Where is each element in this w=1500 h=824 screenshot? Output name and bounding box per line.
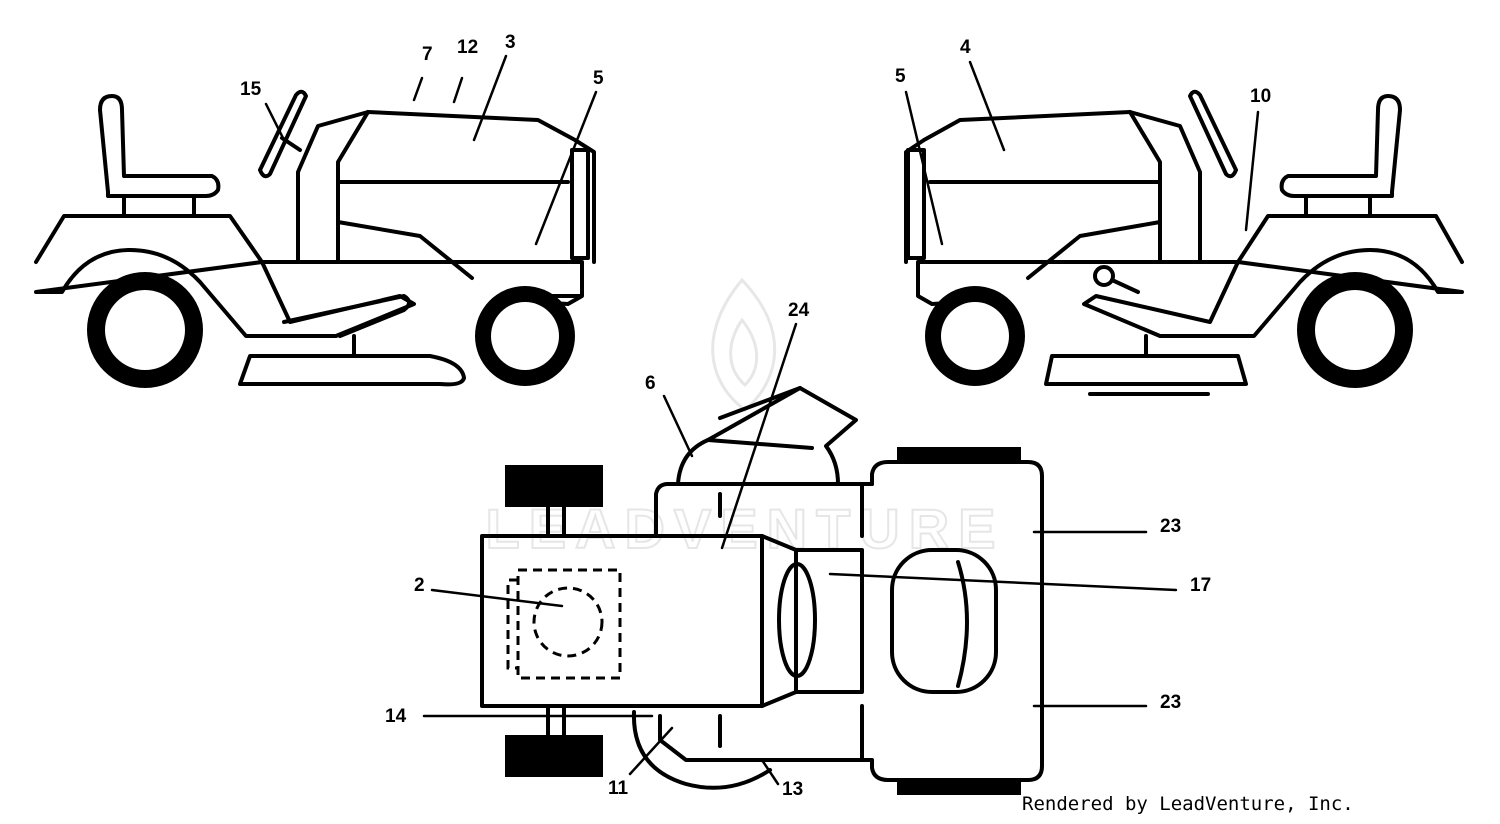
credit-text: Rendered by LeadVenture, Inc. xyxy=(1022,793,1354,815)
top-deck-roller-bottom xyxy=(897,779,1021,795)
left-mower-deck xyxy=(238,334,466,387)
top-body xyxy=(480,534,764,708)
left-front-wheel-inner xyxy=(491,302,559,370)
tractor-right-side-view xyxy=(904,89,1464,396)
callout-5-right: 5 xyxy=(895,66,906,87)
top-bagger-loop xyxy=(631,710,772,790)
leader-5a xyxy=(534,90,598,246)
top-front-panel xyxy=(890,548,998,694)
callout-labels: 15 7 12 3 5 5 4 10 24 6 23 17 2 23 14 11… xyxy=(240,32,1271,800)
right-control-lever xyxy=(1110,278,1140,294)
callout-5-left: 5 xyxy=(593,68,604,89)
leader-17 xyxy=(828,572,1178,592)
tractor-left-side-view xyxy=(34,89,596,388)
right-hood-side xyxy=(928,110,1162,280)
callout-17: 17 xyxy=(1190,575,1211,596)
leader-24 xyxy=(720,322,798,550)
leader-13 xyxy=(760,758,780,786)
tractor-top-view xyxy=(480,386,1044,795)
left-grille xyxy=(570,148,590,260)
callout-15: 15 xyxy=(240,79,262,100)
leader-5b xyxy=(904,90,944,246)
watermark-flame-icon xyxy=(711,277,777,412)
callout-4: 4 xyxy=(960,37,971,58)
top-rear-wheel-axle xyxy=(546,504,566,738)
left-steering-wheel xyxy=(258,89,308,179)
top-deck-main xyxy=(658,460,1044,782)
top-engine-back-outline xyxy=(506,578,518,670)
callout-7: 7 xyxy=(422,44,433,65)
leader-11 xyxy=(628,726,674,776)
top-steering-pod xyxy=(777,562,817,678)
callout-24: 24 xyxy=(788,300,810,321)
top-deck-front xyxy=(654,482,874,538)
leader-15 xyxy=(264,102,286,142)
top-discharge-chute xyxy=(676,386,858,486)
callout-2: 2 xyxy=(414,575,425,596)
leader-6 xyxy=(662,394,694,458)
leader-3 xyxy=(472,54,508,142)
top-front-panel-inner xyxy=(956,560,969,688)
callout-11: 11 xyxy=(608,778,629,799)
left-seat-base xyxy=(122,194,196,218)
callout-12: 12 xyxy=(457,37,478,58)
leader-10 xyxy=(1244,110,1260,232)
leader-12 xyxy=(452,76,464,104)
callout-23-bottom: 23 xyxy=(1160,692,1181,713)
right-body xyxy=(916,214,1464,338)
top-rear-wheel-right xyxy=(505,735,603,777)
left-hood-side xyxy=(336,110,570,280)
callout-23-top: 23 xyxy=(1160,516,1181,537)
leader-lines xyxy=(264,54,1260,786)
right-steering-wheel xyxy=(1188,89,1238,179)
right-mower-deck xyxy=(1044,334,1248,396)
right-rear-wheel-inner xyxy=(1315,290,1395,370)
callout-6: 6 xyxy=(645,373,656,394)
callout-14: 14 xyxy=(385,706,407,727)
right-control-knob xyxy=(1093,265,1115,287)
right-dash xyxy=(904,110,1202,264)
leader-2 xyxy=(430,588,564,608)
right-seat-base xyxy=(1304,194,1372,218)
top-rear-wheel-left xyxy=(505,465,603,507)
right-grille xyxy=(906,148,926,260)
right-front-wheel-inner xyxy=(941,302,1009,370)
left-seat-back xyxy=(98,94,221,198)
top-engine-outline xyxy=(516,568,622,680)
leader-4 xyxy=(968,60,1006,152)
left-footrest xyxy=(282,294,411,338)
left-dash xyxy=(296,110,596,264)
top-hood-nose xyxy=(760,534,864,708)
top-deck-roller-top xyxy=(897,447,1021,463)
callout-3: 3 xyxy=(505,32,516,53)
leader-7 xyxy=(412,76,424,102)
callout-10: 10 xyxy=(1250,86,1271,107)
top-engine-circle xyxy=(532,586,604,658)
right-seat-back xyxy=(1279,94,1402,198)
left-rear-wheel-inner xyxy=(105,290,185,370)
callout-13: 13 xyxy=(782,779,803,800)
top-chute-deflector xyxy=(706,386,814,450)
